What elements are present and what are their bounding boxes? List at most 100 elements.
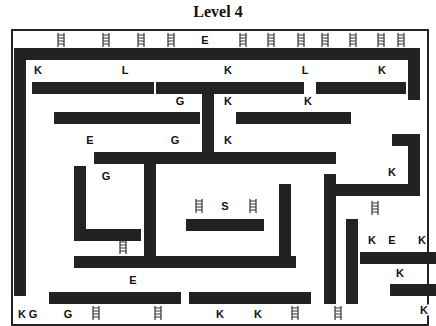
ladder-rung	[120, 248, 126, 249]
ladder-rung	[58, 41, 64, 42]
map-marker: E	[128, 275, 137, 286]
ladder-rung	[372, 203, 378, 204]
ladder-rung	[138, 35, 144, 36]
map-marker: L	[121, 65, 130, 76]
map-marker: G	[101, 171, 112, 182]
map-marker: K	[419, 305, 429, 316]
ladder-symbol	[372, 201, 378, 215]
map-marker: K	[367, 235, 377, 246]
wall	[192, 219, 258, 231]
ladder-rung	[350, 38, 356, 39]
ladder-rung	[372, 206, 378, 207]
ladder-rung	[103, 41, 109, 42]
wall	[38, 82, 148, 94]
ladder-symbol	[155, 306, 161, 320]
ladder-rung	[378, 44, 384, 45]
wall	[408, 54, 420, 94]
wall	[55, 292, 175, 304]
ladder-rung	[322, 44, 328, 45]
level-title: Level 4	[0, 3, 436, 21]
wall	[396, 284, 430, 296]
wall	[242, 112, 345, 124]
ladder-symbol	[268, 33, 274, 47]
ladder-rung	[322, 38, 328, 39]
map-marker: K	[223, 135, 233, 146]
map-marker: G	[63, 309, 74, 320]
ladder-rung	[350, 41, 356, 42]
ladder-rung	[155, 317, 161, 318]
ladder-rung	[268, 35, 274, 36]
ladder-rung	[138, 44, 144, 45]
ladder-rung	[93, 317, 99, 318]
ladder-symbol	[250, 199, 256, 213]
wall	[162, 82, 298, 94]
ladder-rung	[138, 41, 144, 42]
ladder-rung	[372, 209, 378, 210]
ladder-rung	[240, 35, 246, 36]
ladder-rung	[322, 35, 328, 36]
ladder-symbol	[298, 33, 304, 47]
ladder-rung	[322, 41, 328, 42]
ladder-rung	[58, 35, 64, 36]
map-marker: E	[387, 235, 396, 246]
ladder-rung	[378, 35, 384, 36]
map-marker: G	[175, 96, 186, 107]
map-marker: K	[387, 167, 397, 178]
ladder-rung	[268, 41, 274, 42]
ladder-rung	[155, 308, 161, 309]
wall	[330, 140, 414, 190]
wall	[100, 152, 330, 164]
ladder-rung	[335, 314, 341, 315]
ladder-symbol	[138, 33, 144, 47]
ladder-rung	[398, 38, 404, 39]
ladder-symbol	[378, 33, 384, 47]
ladder-symbol	[168, 33, 174, 47]
ladder-rung	[292, 311, 298, 312]
ladder-rung	[250, 210, 256, 211]
ladder-rung	[196, 210, 202, 211]
ladder-rung	[196, 201, 202, 202]
map-marker: E	[200, 35, 209, 46]
ladder-rung	[168, 35, 174, 36]
wall	[195, 292, 305, 304]
ladder-symbol	[398, 33, 404, 47]
ladder-rung	[240, 41, 246, 42]
ladder-rung	[335, 317, 341, 318]
ladder-rung	[268, 38, 274, 39]
wall	[202, 88, 214, 152]
ladder-symbol	[120, 240, 126, 254]
ladder-rung	[103, 35, 109, 36]
ladder-rung	[240, 44, 246, 45]
ladder-rung	[103, 38, 109, 39]
ladder-rung	[298, 44, 304, 45]
maze-frame	[12, 30, 428, 325]
wall	[60, 112, 194, 124]
map-marker: G	[28, 309, 39, 320]
map-marker: E	[85, 135, 94, 146]
ladder-rung	[378, 38, 384, 39]
ladder-rung	[240, 38, 246, 39]
ladder-rung	[298, 38, 304, 39]
map-marker: K	[303, 96, 313, 107]
ladder-rung	[120, 245, 126, 246]
ladder-rung	[93, 308, 99, 309]
map-marker: S	[220, 201, 229, 212]
ladder-rung	[398, 41, 404, 42]
ladder-group	[58, 33, 404, 320]
ladder-rung	[298, 41, 304, 42]
ladder-rung	[350, 44, 356, 45]
ladder-rung	[196, 207, 202, 208]
ladder-rung	[103, 44, 109, 45]
wall	[346, 225, 358, 298]
ladder-symbol	[58, 33, 64, 47]
ladder-symbol	[93, 306, 99, 320]
map-marker: K	[17, 309, 27, 320]
wall	[398, 134, 408, 146]
map-marker: K	[223, 96, 233, 107]
wall	[144, 158, 156, 250]
ladder-rung	[120, 251, 126, 252]
ladder-rung	[250, 204, 256, 205]
ladder-rung	[398, 35, 404, 36]
